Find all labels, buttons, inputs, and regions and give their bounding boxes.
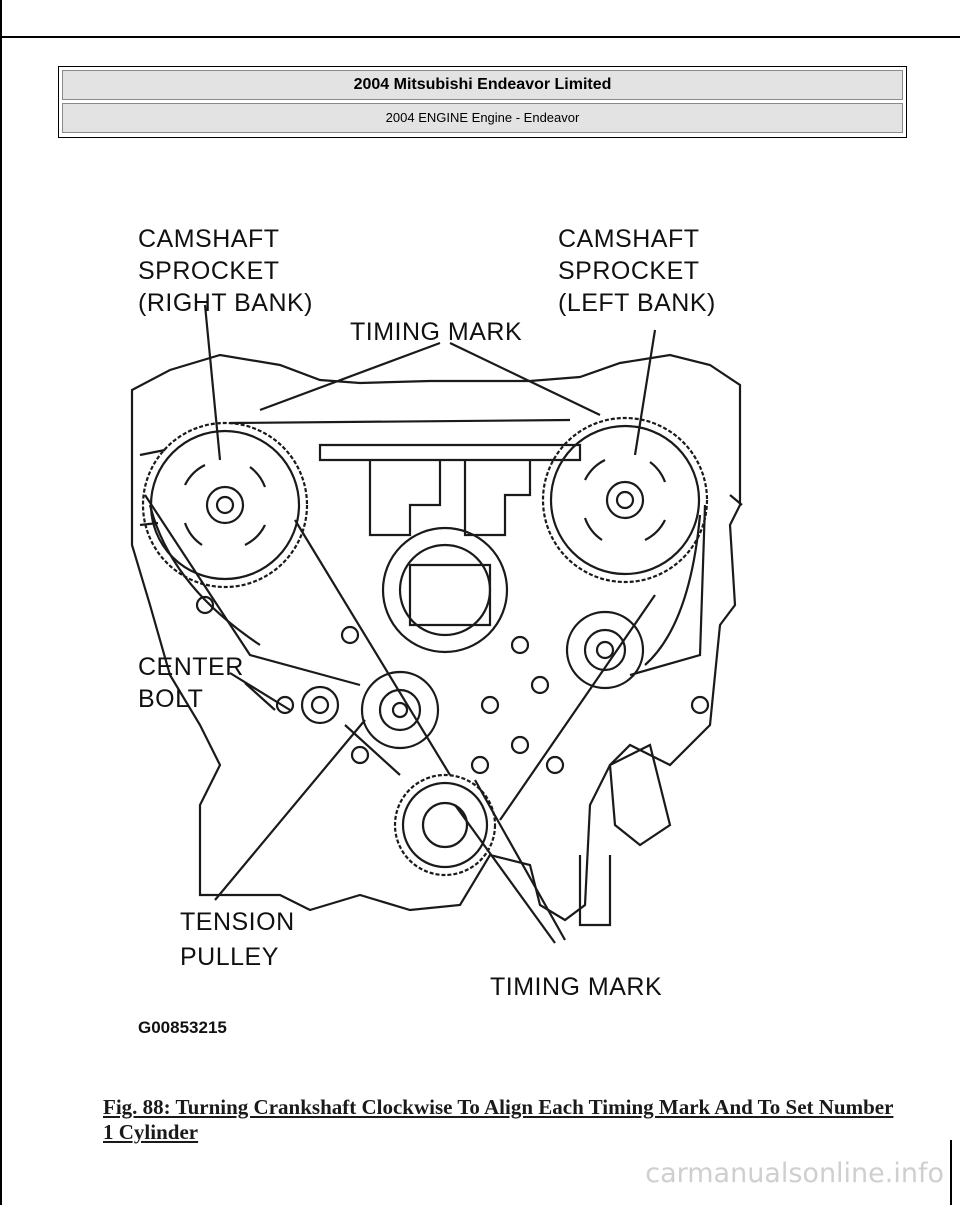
label-camshaft-right-2: SPROCKET	[138, 257, 280, 285]
label-center-bolt-1: CENTER	[138, 653, 244, 681]
label-camshaft-left-3: (LEFT BANK)	[558, 289, 716, 317]
label-camshaft-right-1: CAMSHAFT	[138, 225, 280, 253]
page-border-top	[0, 36, 960, 38]
label-timing-mark-top: TIMING MARK	[350, 318, 522, 346]
figure-caption: Fig. 88: Turning Crankshaft Clockwise To…	[103, 1095, 903, 1145]
engine-illustration: CAMSHAFT SPROCKET (RIGHT BANK) CAMSHAFT …	[130, 225, 743, 1037]
page-border-left	[0, 0, 2, 1205]
watermark: carmanualsonline.info	[645, 1158, 944, 1189]
figure-caption-text: Fig. 88: Turning Crankshaft Clockwise To…	[103, 1095, 894, 1144]
label-tension-pulley-2: PULLEY	[180, 943, 279, 971]
label-timing-mark-bottom: TIMING MARK	[490, 973, 662, 1001]
label-camshaft-left-2: SPROCKET	[558, 257, 700, 285]
document-header: 2004 Mitsubishi Endeavor Limited 2004 EN…	[58, 66, 907, 138]
timing-belt-diagram: CAMSHAFT SPROCKET (RIGHT BANK) CAMSHAFT …	[110, 205, 800, 1050]
label-camshaft-left-1: CAMSHAFT	[558, 225, 700, 253]
section-subtitle: 2004 ENGINE Engine - Endeavor	[62, 103, 903, 133]
figure-code: G00853215	[138, 1018, 227, 1037]
vehicle-title: 2004 Mitsubishi Endeavor Limited	[62, 70, 903, 100]
label-camshaft-right-3: (RIGHT BANK)	[138, 289, 313, 317]
label-tension-pulley-1: TENSION	[180, 908, 295, 936]
page-border-right	[950, 1140, 952, 1205]
label-center-bolt-2: BOLT	[138, 685, 203, 713]
